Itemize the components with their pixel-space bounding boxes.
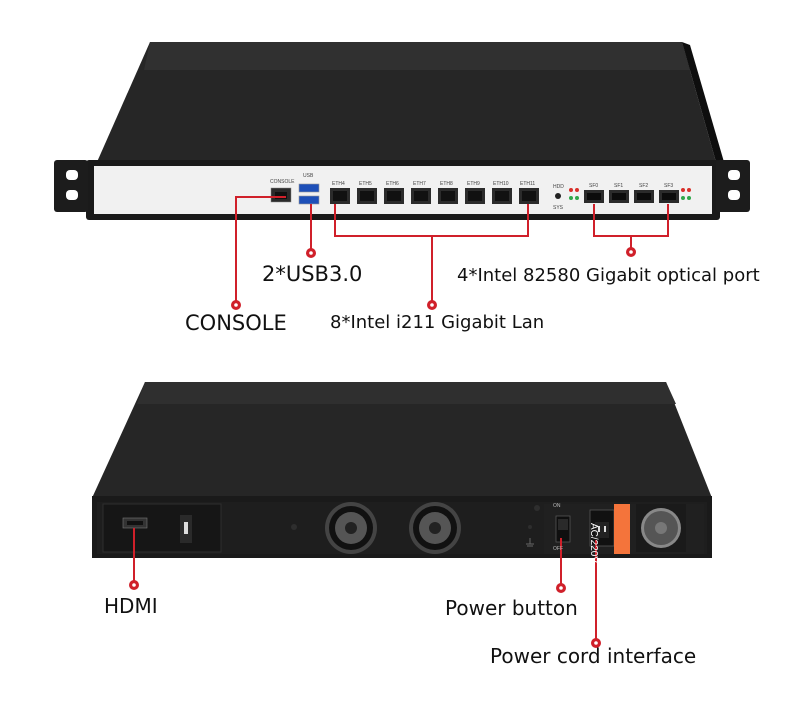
- fan-1: [325, 502, 377, 554]
- console-callout: CONSOLE: [185, 311, 287, 335]
- power-button-callout: Power button: [445, 596, 578, 620]
- sfp-ports: [584, 190, 679, 203]
- eth-port-label: ETH5: [359, 181, 372, 187]
- sfp-port-label: SF1: [614, 183, 624, 189]
- front-callout-lines: [235, 196, 669, 303]
- power-cord-callout: Power cord interface: [490, 644, 697, 668]
- rear-chassis-top: [92, 382, 712, 498]
- eth-port-label: ETH6: [386, 181, 399, 187]
- usb-callout: 2*USB3.0: [262, 262, 363, 286]
- sfp-port-label: SF2: [639, 183, 649, 189]
- rack-ear-right: [716, 160, 750, 212]
- switch-on-label: ON: [553, 503, 561, 509]
- rack-ear-left: [54, 160, 88, 212]
- hdmi-callout: HDMI: [104, 594, 158, 618]
- hdd-label: HDD: [553, 184, 564, 190]
- eth-port-label: ETH10: [493, 181, 509, 187]
- lan-callout: 8*Intel i211 Gigabit Lan: [330, 312, 545, 333]
- eth-port-label: ETH11: [520, 181, 536, 187]
- front-chassis-drawing: [54, 42, 750, 310]
- usb-port-label: USB: [303, 173, 314, 179]
- sys-label: SYS: [553, 205, 564, 211]
- ground-icon: [526, 538, 534, 547]
- rear-chassis-drawing: [92, 382, 712, 648]
- usb-port-1: [298, 183, 320, 193]
- rear-callout-lines: [133, 528, 597, 641]
- psu-voltage-label: AC/220V: [588, 523, 599, 564]
- fan-2: [409, 502, 461, 554]
- console-port-label: CONSOLE: [270, 179, 295, 185]
- chassis-top: [97, 42, 716, 162]
- psu-voltage-sticker: [614, 504, 630, 554]
- sfp-port-label: SF3: [664, 183, 674, 189]
- usb-port-2: [298, 195, 320, 205]
- eth-port-label: ETH8: [440, 181, 453, 187]
- eth-port-label: ETH9: [467, 181, 480, 187]
- psu-fan: [636, 504, 686, 552]
- power-led-button: [555, 193, 561, 199]
- sfp-port-label: SF0: [589, 183, 599, 189]
- eth-port-label: ETH4: [332, 181, 345, 187]
- eth-port-label: ETH7: [413, 181, 426, 187]
- eth-ports: [330, 188, 539, 204]
- switch-off-label: OFF: [553, 546, 563, 552]
- optical-port-callout: 4*Intel 82580 Gigabit optical port: [457, 265, 760, 286]
